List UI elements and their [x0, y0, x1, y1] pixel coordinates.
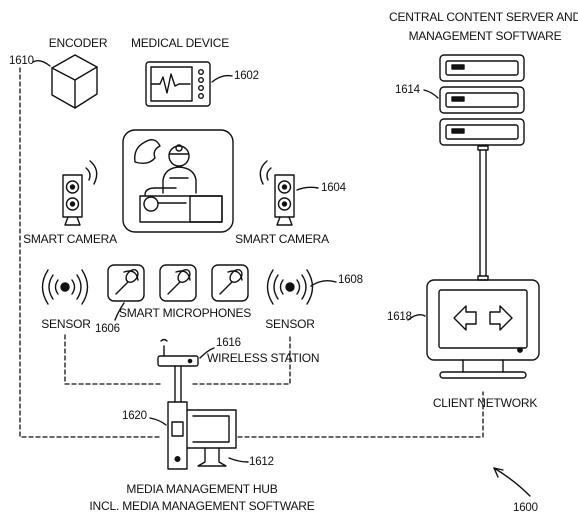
sensor-right-label: SENSOR	[265, 317, 315, 331]
client-network-monitor-icon	[426, 279, 540, 379]
media-hub-monitor-ref: 1612	[249, 456, 274, 468]
media-hub-tower-icon	[167, 401, 188, 470]
smart-camera-left-icon	[62, 160, 98, 226]
wireless-station-label: WIRELESS STATION	[207, 351, 320, 365]
hub-station-link-icon	[174, 365, 182, 403]
sensor-right-icon	[266, 269, 314, 305]
server-client-link-icon	[477, 145, 489, 281]
smart-microphone-icon	[159, 264, 197, 302]
encoder-label: ENCODER	[48, 36, 108, 50]
medical-device-monitor-icon	[145, 61, 211, 107]
smart-microphone-icon	[107, 264, 145, 302]
smart-camera-right-label: SMART CAMERA	[235, 232, 329, 246]
smart-microphones-label: SMART MICROPHONES	[118, 306, 252, 320]
client-network-ref: 1618	[387, 311, 412, 323]
media-hub-label-line1: MEDIA MANAGEMENT HUB	[126, 482, 278, 496]
figure-ref-label: 1600	[513, 502, 538, 514]
sensor-left-icon	[41, 269, 89, 305]
smart-camera-left-label: SMART CAMERA	[23, 232, 117, 246]
smart-camera-ref: 1604	[321, 182, 346, 194]
smart-camera-right-icon	[259, 160, 295, 226]
dashed-connections	[19, 67, 484, 438]
sensor-ref: 1608	[338, 274, 363, 286]
smart-microphones-ref: 1606	[95, 323, 120, 335]
media-hub-ref: 1620	[122, 410, 147, 422]
central-server-title-line2: MANAGEMENT SOFTWARE	[408, 29, 562, 43]
wireless-station-ref: 1616	[216, 337, 241, 349]
sensor-left-label: SENSOR	[41, 317, 91, 331]
client-network-label: CLIENT NETWORK	[432, 396, 538, 410]
wireless-station-icon	[157, 338, 199, 367]
figure-arrow-icon	[493, 467, 531, 497]
medical-device-label: MEDICAL DEVICE	[130, 36, 230, 50]
operating-room-scene-icon	[122, 129, 234, 233]
media-hub-monitor-icon	[186, 409, 237, 467]
encoder-cube-icon	[51, 54, 98, 109]
smart-microphone-icon	[211, 264, 249, 302]
medical-device-ref: 1602	[234, 70, 259, 82]
central-server-ref: 1614	[395, 84, 420, 96]
encoder-ref: 1610	[9, 55, 34, 67]
server-stack-icon	[439, 54, 525, 146]
central-server-title-line1: CENTRAL CONTENT SERVER AND	[389, 10, 578, 24]
media-hub-label-line2: INCL. MEDIA MANAGEMENT SOFTWARE	[89, 499, 315, 513]
